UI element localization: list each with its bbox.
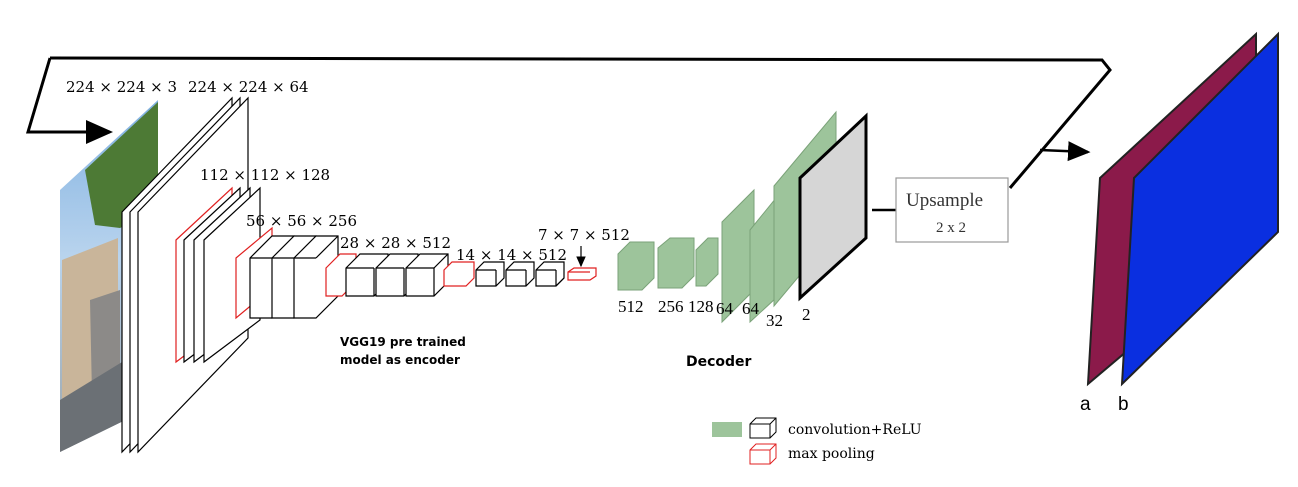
conv-box-icon bbox=[749, 417, 777, 439]
decoder-output-layer bbox=[798, 112, 868, 302]
output-a-label: a bbox=[1080, 394, 1091, 415]
skip-connection-arrow bbox=[25, 56, 1112, 189]
stage1-dimension-label: 224 × 224 × 64 bbox=[188, 78, 309, 96]
decoder-channel-label: 2 bbox=[802, 305, 811, 324]
stage6-dimension-label: 7 × 7 × 512 bbox=[538, 226, 630, 244]
decoder-channel-label: 512 bbox=[618, 297, 644, 316]
upsample-title: Upsample bbox=[906, 190, 983, 211]
output-maps bbox=[1086, 31, 1279, 387]
decoder-channel-label: 64 bbox=[716, 299, 734, 318]
encoder-caption-line1: VGG19 pre trained bbox=[340, 335, 466, 349]
encoder-layers bbox=[121, 96, 597, 454]
encoder-caption-line2: model as encoder bbox=[340, 353, 460, 367]
legend bbox=[712, 417, 777, 465]
decoder-channel-label: 256 bbox=[658, 297, 684, 316]
stage2-dimension-label: 112 × 112 × 128 bbox=[200, 166, 330, 184]
decoder-channel-label: 32 bbox=[766, 311, 783, 330]
decoder-channel-label: 64 bbox=[742, 299, 760, 318]
upsample-box bbox=[895, 177, 1009, 243]
stage3-dimension-label: 56 × 56 × 256 bbox=[246, 212, 357, 230]
decoder-caption: Decoder bbox=[686, 354, 752, 370]
legend-conv-label: convolution+ReLU bbox=[788, 422, 922, 438]
output-b-label: b bbox=[1118, 394, 1129, 415]
legend-pool-label: max pooling bbox=[788, 446, 875, 462]
conv-swatch bbox=[712, 422, 742, 437]
stage5-dimension-label: 14 × 14 × 512 bbox=[456, 246, 567, 264]
stage4-dimension-label: 28 × 28 × 512 bbox=[340, 234, 451, 252]
input-dimension-label: 224 × 224 × 3 bbox=[66, 78, 177, 96]
decoder-channel-label: 128 bbox=[688, 297, 714, 316]
upsample-factor: 2 x 2 bbox=[936, 220, 966, 236]
pool-box-icon bbox=[749, 443, 777, 465]
